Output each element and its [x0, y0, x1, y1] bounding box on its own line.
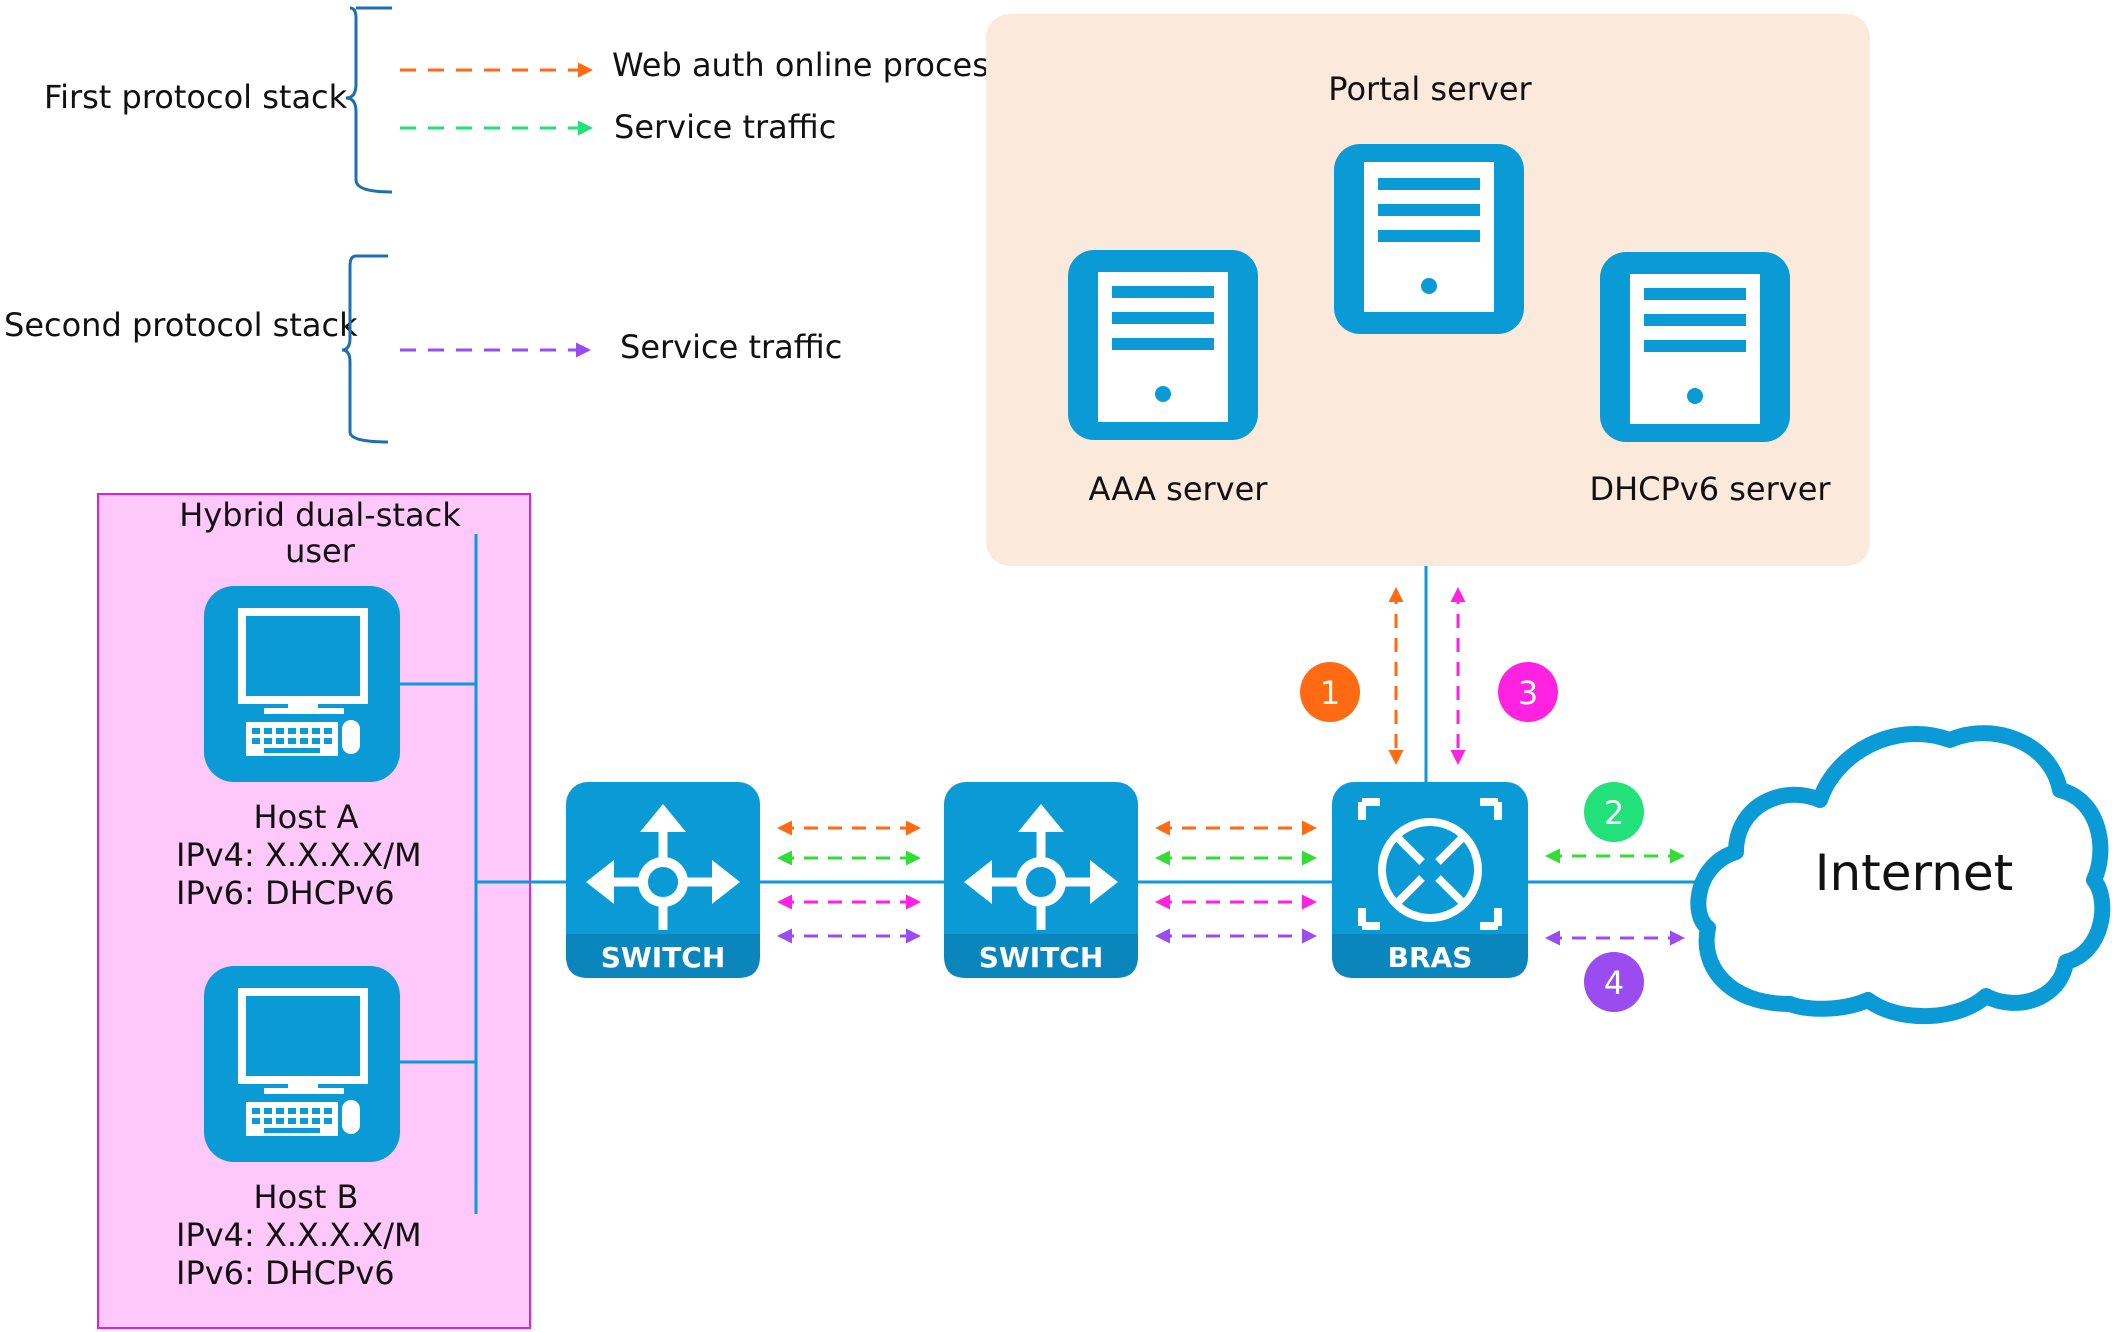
host-b-ipv4: IPv4: X.X.X.X/M: [176, 1216, 422, 1254]
step-badge-3: 3: [1498, 662, 1558, 722]
bras-router-icon: [1358, 798, 1502, 930]
user-group: Hybrid dual-stack user Host A IPv4: X.X.…: [97, 493, 531, 1329]
dhcpv6-server-icon: [1600, 252, 1790, 442]
switch-1-label: SWITCH: [601, 941, 726, 974]
portal-server-icon: [1334, 144, 1524, 334]
legend-service-traffic-1-label: Service traffic: [614, 108, 836, 146]
switch-2-arrows-icon: [964, 804, 1118, 930]
aaa-server-icon: [1068, 250, 1258, 440]
legend-second-stack-label: Second protocol stack: [4, 306, 358, 344]
flows-bras-servers: [1388, 587, 1466, 765]
legend-first-stack-label: First protocol stack: [44, 78, 348, 116]
flows-bras-internet: [1545, 848, 1685, 946]
step-3-number: 3: [1518, 674, 1538, 712]
portal-server-label: Portal server: [1328, 70, 1532, 108]
bras-label: BRAS: [1388, 941, 1473, 974]
step-badge-2: 2: [1584, 782, 1644, 842]
legend-second-stack-bracket: [341, 254, 389, 444]
legend-service-traffic-2-label: Service traffic: [620, 328, 842, 366]
host-a-ipv6: IPv6: DHCPv6: [176, 874, 395, 912]
step-4-number: 4: [1604, 964, 1624, 1002]
user-group-title-line1: Hybrid dual-stack: [179, 496, 461, 534]
switch-1-arrows-icon: [586, 804, 740, 930]
host-a-name: Host A: [254, 798, 359, 836]
links: [476, 566, 1708, 884]
host-b-name: Host B: [254, 1178, 359, 1216]
host-b-ipv6: IPv6: DHCPv6: [176, 1254, 395, 1292]
legend: First protocol stack Web auth online pro…: [4, 6, 1006, 444]
internet-label: Internet: [1815, 844, 2014, 902]
legend-first-stack-bracket: [345, 6, 393, 194]
step-2-number: 2: [1604, 794, 1624, 832]
internet-cloud: Internet: [1690, 725, 2111, 1024]
host-a-ipv4: IPv4: X.X.X.X/M: [176, 836, 422, 874]
dhcpv6-server-label: DHCPv6 server: [1589, 470, 1831, 508]
flows-switch2-bras: [1155, 820, 1317, 944]
host-a-computer-icon: [204, 586, 400, 782]
switch-2: SWITCH: [944, 782, 1138, 978]
step-1-number: 1: [1320, 674, 1340, 712]
aaa-server-label: AAA server: [1089, 470, 1269, 508]
step-badge-4: 4: [1584, 952, 1644, 1012]
switch-2-label: SWITCH: [979, 941, 1104, 974]
legend-web-auth-label: Web auth online process: [612, 46, 1006, 84]
bras-device: BRAS: [1332, 782, 1528, 978]
step-badge-1: 1: [1300, 662, 1360, 722]
server-area: Portal server AAA server: [986, 14, 1870, 566]
switch-1: SWITCH: [566, 782, 760, 978]
user-group-title-line2: user: [285, 532, 356, 570]
host-b-computer-icon: [204, 966, 400, 1162]
